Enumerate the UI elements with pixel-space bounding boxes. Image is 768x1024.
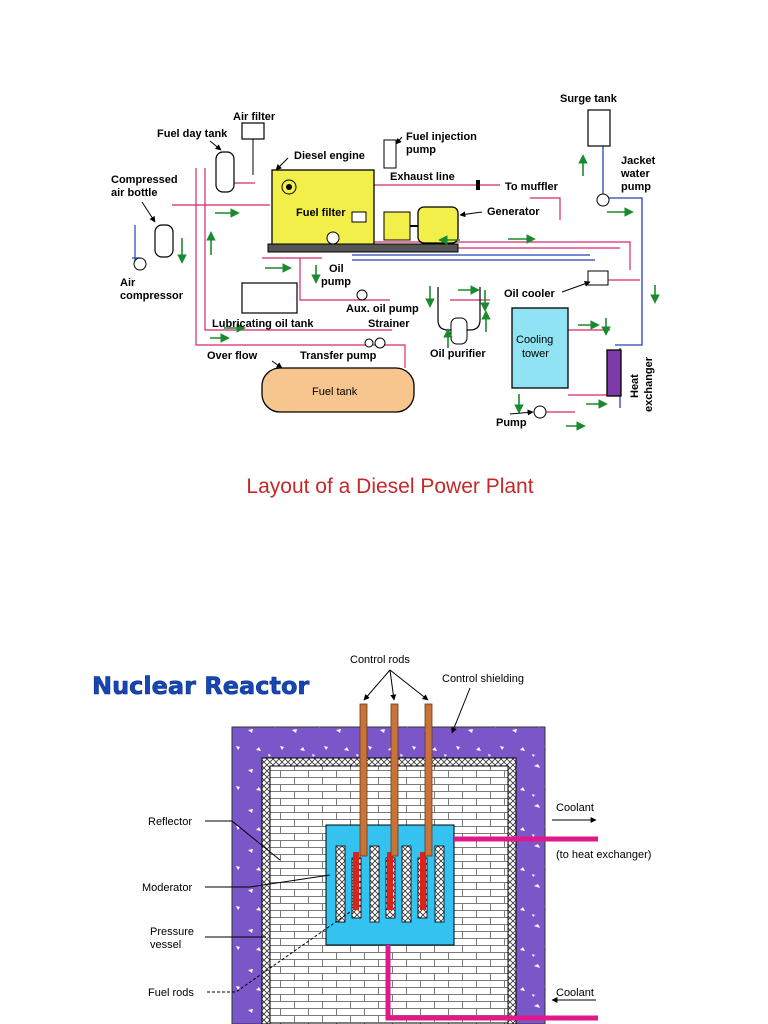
label-lubricating-oil-tank: Lubricating oil tank bbox=[212, 318, 314, 330]
label-coolant-in: Coolant bbox=[556, 987, 594, 999]
strainer bbox=[364, 338, 374, 348]
label-cooling-1: Cooling bbox=[516, 334, 553, 346]
label-transfer-pump: Transfer pump bbox=[300, 350, 377, 362]
label-air-comp-2: compressor bbox=[120, 290, 184, 302]
label-oil-cooler: Oil cooler bbox=[504, 288, 555, 300]
label-jacket-2: water bbox=[620, 168, 650, 180]
nuclear-diagram: Nuclear Reactor bbox=[92, 654, 651, 1024]
air-compressor bbox=[133, 257, 147, 271]
oil-pump bbox=[326, 231, 340, 245]
label-cooling-2: tower bbox=[522, 348, 549, 360]
diesel-title: Layout of a Diesel Power Plant bbox=[246, 475, 533, 498]
label-pressure-2: vessel bbox=[150, 939, 181, 951]
fuel-injection-pump bbox=[383, 139, 397, 169]
label-generator: Generator bbox=[487, 206, 540, 218]
aux-oil-pump bbox=[356, 289, 368, 301]
label-fuel-tank: Fuel tank bbox=[312, 386, 358, 398]
label-air-comp-1: Air bbox=[120, 277, 136, 289]
diesel-labels: Surge tank Air filter Fuel day tank Fuel… bbox=[111, 93, 656, 429]
nuclear-labels: Control rods Control shielding Reflector… bbox=[142, 654, 651, 999]
label-strainer: Strainer bbox=[368, 318, 410, 330]
label-surge-tank: Surge tank bbox=[560, 93, 618, 105]
transfer-pump bbox=[374, 337, 386, 349]
cooling-pump bbox=[533, 405, 547, 419]
label-oil-pump-1: Oil bbox=[329, 263, 344, 275]
generator bbox=[417, 206, 459, 244]
label-fuel-injection-2: pump bbox=[406, 144, 436, 156]
nuclear-leaders bbox=[205, 669, 597, 1003]
label-to-muffler: To muffler bbox=[505, 181, 559, 193]
label-jacket-1: Jacket bbox=[621, 155, 656, 167]
fuel-filter bbox=[351, 211, 367, 223]
control-rods bbox=[359, 703, 433, 857]
label-aux-oil-pump: Aux. oil pump bbox=[346, 303, 419, 315]
label-air-filter: Air filter bbox=[233, 111, 276, 123]
exhaust-arrow bbox=[476, 180, 480, 190]
water-piping bbox=[352, 145, 643, 408]
label-pump: Pump bbox=[496, 417, 527, 429]
label-oil-purifier: Oil purifier bbox=[430, 348, 486, 360]
label-jacket-3: pump bbox=[621, 181, 651, 193]
label-compressed-2: air bottle bbox=[111, 187, 157, 199]
diesel-engine bbox=[271, 169, 375, 246]
label-coolant-out: Coolant bbox=[556, 802, 594, 814]
nuclear-title: Nuclear Reactor bbox=[92, 672, 309, 700]
air-filter bbox=[241, 122, 265, 140]
label-heat-1: Heat bbox=[629, 374, 641, 398]
label-fuel-injection-1: Fuel injection bbox=[406, 131, 477, 143]
surge-tank bbox=[587, 109, 611, 147]
oil-purifier bbox=[450, 317, 468, 345]
fuel-tank bbox=[261, 367, 415, 413]
label-control-rods: Control rods bbox=[350, 654, 410, 666]
diesel-diagram: Surge tank Air filter Fuel day tank Fuel… bbox=[111, 93, 660, 498]
coolant-pipes bbox=[385, 836, 598, 1021]
jacket-water-pump bbox=[596, 193, 610, 207]
label-pressure-1: Pressure bbox=[150, 926, 194, 938]
oil-cooler bbox=[587, 270, 609, 286]
compressed-air-bottle bbox=[154, 224, 174, 258]
label-to-heat-exchanger: (to heat exchanger) bbox=[556, 849, 651, 861]
heat-exchanger bbox=[606, 349, 622, 397]
label-control-shielding: Control shielding bbox=[442, 673, 524, 685]
label-moderator: Moderator bbox=[142, 882, 192, 894]
label-fuel-day-tank: Fuel day tank bbox=[157, 128, 228, 140]
fuel-day-tank bbox=[215, 151, 235, 193]
label-reflector: Reflector bbox=[148, 816, 192, 828]
leader-lines bbox=[141, 136, 591, 416]
label-over-flow: Over flow bbox=[207, 350, 258, 362]
fuel-rods bbox=[353, 852, 426, 910]
label-compressed-1: Compressed bbox=[111, 174, 178, 186]
label-oil-pump-2: pump bbox=[321, 276, 351, 288]
label-diesel-engine: Diesel engine bbox=[294, 150, 365, 162]
cooling-tower bbox=[511, 307, 569, 389]
label-fuel-rods: Fuel rods bbox=[148, 987, 194, 999]
label-fuel-filter: Fuel filter bbox=[296, 207, 346, 219]
label-exhaust-line: Exhaust line bbox=[390, 171, 455, 183]
label-heat-2: exchanger bbox=[643, 356, 655, 412]
flow-arrows bbox=[177, 154, 660, 431]
lubricating-oil-tank bbox=[241, 282, 298, 314]
